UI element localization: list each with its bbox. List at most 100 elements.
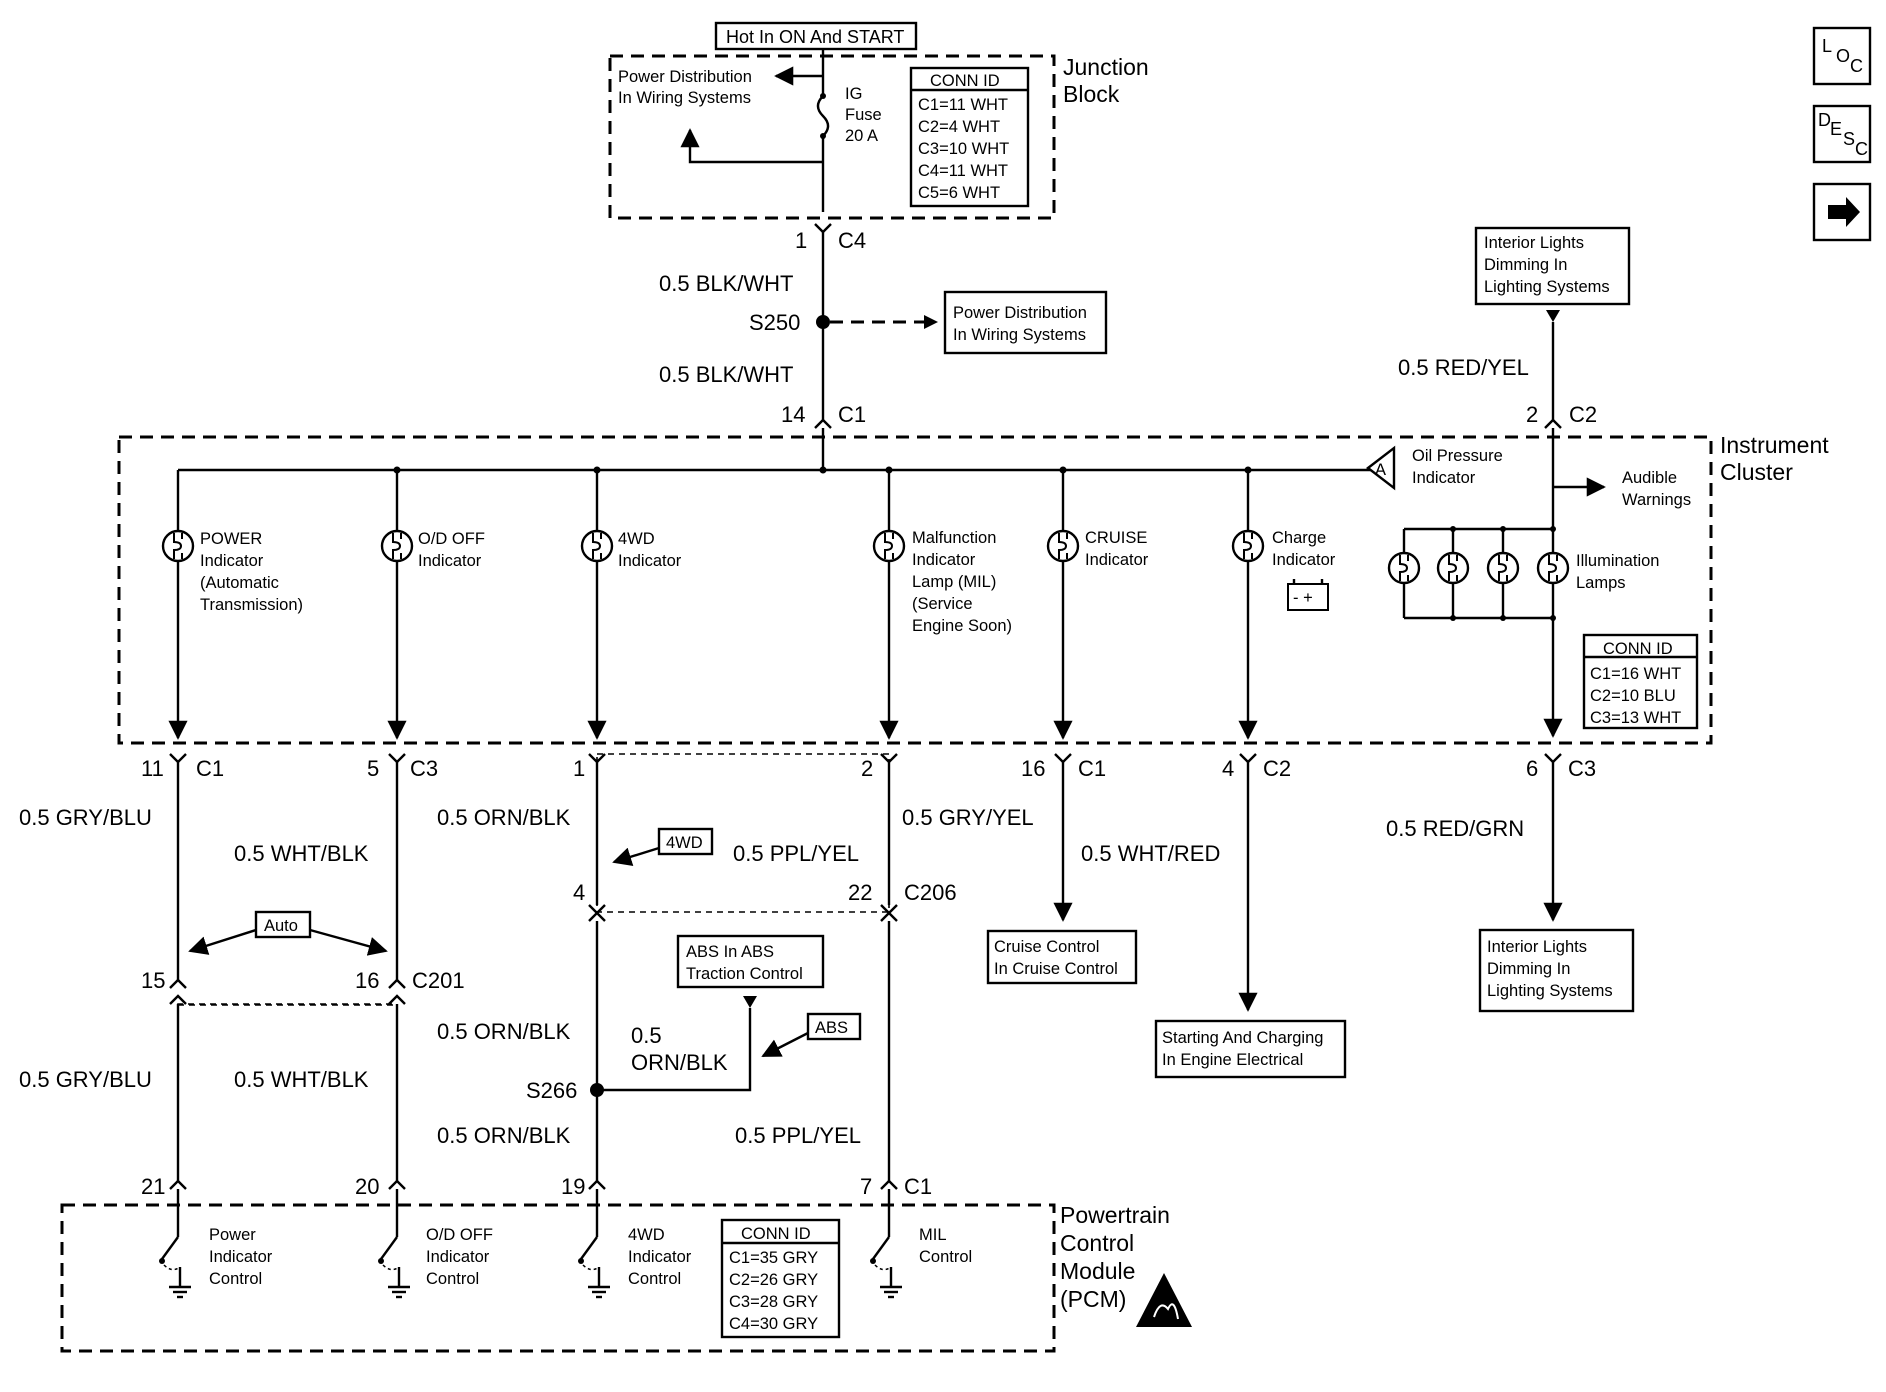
splice-s250-icon — [816, 315, 830, 329]
junction-conn-row: C3=10 WHT — [918, 140, 1009, 158]
cruise-indicator-bulb-icon — [1046, 529, 1080, 563]
mil-label-3: Lamp (MIL) — [912, 573, 996, 591]
oil-pressure-indicator-icon — [1366, 445, 1396, 491]
od-off-indicator-label-2: Indicator — [418, 552, 482, 570]
instrument-cluster-outline — [117, 435, 1713, 745]
illumination-lamps — [1387, 526, 1570, 621]
wire-label: 0.5 ORN/BLK — [437, 1019, 571, 1044]
pin-2: 2 — [861, 756, 873, 781]
loc-button[interactable]: L O C — [1812, 26, 1872, 86]
interior-lights-dimming-out-ref-box — [1478, 928, 1635, 1013]
power-distribution-ref-label: Power Distribution — [953, 304, 1087, 322]
power-indicator-label-2: Indicator — [200, 552, 264, 570]
fourwd-control-label-3: Control — [628, 1270, 681, 1288]
ig-fuse-label-2: Fuse — [845, 106, 882, 124]
mil-control-label: MIL — [919, 1226, 947, 1244]
junction-power-dist-label-2: In Wiring Systems — [618, 89, 751, 107]
cluster-conn-id-header: CONN ID — [1603, 640, 1673, 658]
pin-4: 4 — [573, 880, 585, 905]
illumination-lamp-icon — [1436, 551, 1470, 585]
mil-control-label-2: Control — [919, 1248, 972, 1266]
desc-letter-c: C — [1855, 139, 1868, 159]
junction-block-title: Junction — [1063, 54, 1149, 80]
cruise-control-ref-box — [986, 929, 1138, 985]
cruise-indicator-label: CRUISE — [1085, 529, 1147, 547]
connector-c1-label: C1 — [196, 756, 224, 781]
ig-fuse-label: IG — [845, 85, 862, 103]
fourwd-indicator-control-switch-icon — [576, 1227, 601, 1277]
power-distribution-ref-box — [943, 290, 1108, 355]
wire-label: 0.5 ORN/BLK — [437, 1123, 571, 1148]
wire-label-2: ORN/BLK — [631, 1050, 728, 1075]
output-circuits: 0.5 GRY/BLU 0.5 WHT/BLK 0.5 ORN/BLK 0.5 … — [19, 753, 1635, 1181]
power-indicator-bulb-icon — [161, 529, 195, 563]
esd-warning-icon — [1136, 1273, 1192, 1327]
pcm-outline — [60, 1203, 1056, 1353]
wire-label: 0.5 — [631, 1023, 662, 1048]
pcm-conn-id-header: CONN ID — [741, 1225, 811, 1243]
ground-icon — [167, 1273, 193, 1299]
mil-bulb-icon — [872, 529, 906, 563]
illumination-lamp-icon — [1387, 551, 1421, 585]
next-page-button[interactable] — [1812, 182, 1872, 242]
power-indicator-control-switch-icon — [157, 1227, 182, 1277]
cruise-control-ref-label: Cruise Control — [994, 938, 1099, 956]
starting-charging-ref-label: Starting And Charging — [1162, 1029, 1323, 1047]
loc-letter-l: L — [1822, 36, 1832, 56]
desc-letter-e: E — [1830, 119, 1842, 139]
pin-4: 4 — [1222, 756, 1234, 781]
charge-indicator-bulb-icon — [1231, 529, 1265, 563]
auto-option-tag — [254, 910, 312, 939]
power-indicator-control-label: Power — [209, 1226, 256, 1244]
cruise-indicator-label-2: Indicator — [1085, 551, 1149, 569]
od-off-indicator-label: O/D OFF — [418, 530, 485, 548]
wire-label: 0.5 WHT/BLK — [234, 841, 369, 866]
mil-label-2: Indicator — [912, 551, 976, 569]
abs-traction-control-ref-box — [676, 934, 825, 989]
desc-button[interactable]: D E S C — [1812, 104, 1872, 164]
abs-option-tag — [806, 1012, 862, 1041]
pcm-connectors: 21 20 19 7 C1 — [141, 1174, 932, 1199]
abs-option-label: ABS — [815, 1019, 848, 1037]
desc-letter-s: S — [1843, 129, 1855, 149]
pin-20: 20 — [355, 1174, 379, 1199]
wire-label: 0.5 PPL/YEL — [735, 1123, 861, 1148]
pin-5: 5 — [367, 756, 379, 781]
fourwd-indicator-bulb-icon — [580, 529, 614, 563]
splice-s250-label: S250 — [749, 310, 800, 335]
pin-6: 6 — [1526, 756, 1538, 781]
connector-c3-label: C3 — [410, 756, 438, 781]
dimming-out-ref-label-2: Dimming In — [1487, 960, 1570, 978]
connector-c2-label: C2 — [1569, 402, 1597, 427]
charge-indicator-label: Charge — [1272, 529, 1326, 547]
od-off-control-label-2: Indicator — [426, 1248, 490, 1266]
oil-pressure-label: Oil Pressure — [1412, 447, 1503, 465]
power-indicator-label: POWER — [200, 530, 262, 548]
od-off-indicator-control-switch-icon — [376, 1227, 401, 1277]
wire-label: 0.5 GRY/YEL — [902, 805, 1034, 830]
od-off-control-label-3: Control — [426, 1270, 479, 1288]
wire-label: 0.5 GRY/BLU — [19, 1067, 152, 1092]
pcm: Powertrain Control Module (PCM) Power In… — [60, 1189, 1192, 1353]
abs-ref-label-2: Traction Control — [686, 965, 803, 983]
power-distribution-ref-label-2: In Wiring Systems — [953, 326, 1086, 344]
feed-circuit: 1 C4 0.5 BLK/WHT S250 Power Distribution… — [659, 223, 1108, 429]
connector-c4-label: C4 — [838, 228, 866, 253]
splice-s266-icon — [590, 1083, 604, 1097]
power-indicator-control-label-3: Control — [209, 1270, 262, 1288]
pin-16: 16 — [355, 968, 379, 993]
connector-c1-label: C1 — [838, 402, 866, 427]
battery-polarity-label: - + — [1293, 589, 1313, 607]
wire-label: 0.5 BLK/WHT — [659, 362, 793, 387]
fourwd-control-label-2: Indicator — [628, 1248, 692, 1266]
pcm-title-2: Control — [1060, 1230, 1134, 1256]
connector-c206-label: C206 — [904, 880, 957, 905]
pcm-conn-row: C1=35 GRY — [729, 1249, 818, 1267]
fourwd-control-label: 4WD — [628, 1226, 665, 1244]
audible-warnings-label: Audible — [1622, 469, 1677, 487]
mil-label-4: (Service — [912, 595, 973, 613]
oil-pressure-label-2: Indicator — [1412, 469, 1476, 487]
wire-label: 0.5 GRY/BLU — [19, 805, 152, 830]
pcm-conn-row: C2=26 GRY — [729, 1271, 818, 1289]
dimming-ref-label-2: Dimming In — [1484, 256, 1567, 274]
